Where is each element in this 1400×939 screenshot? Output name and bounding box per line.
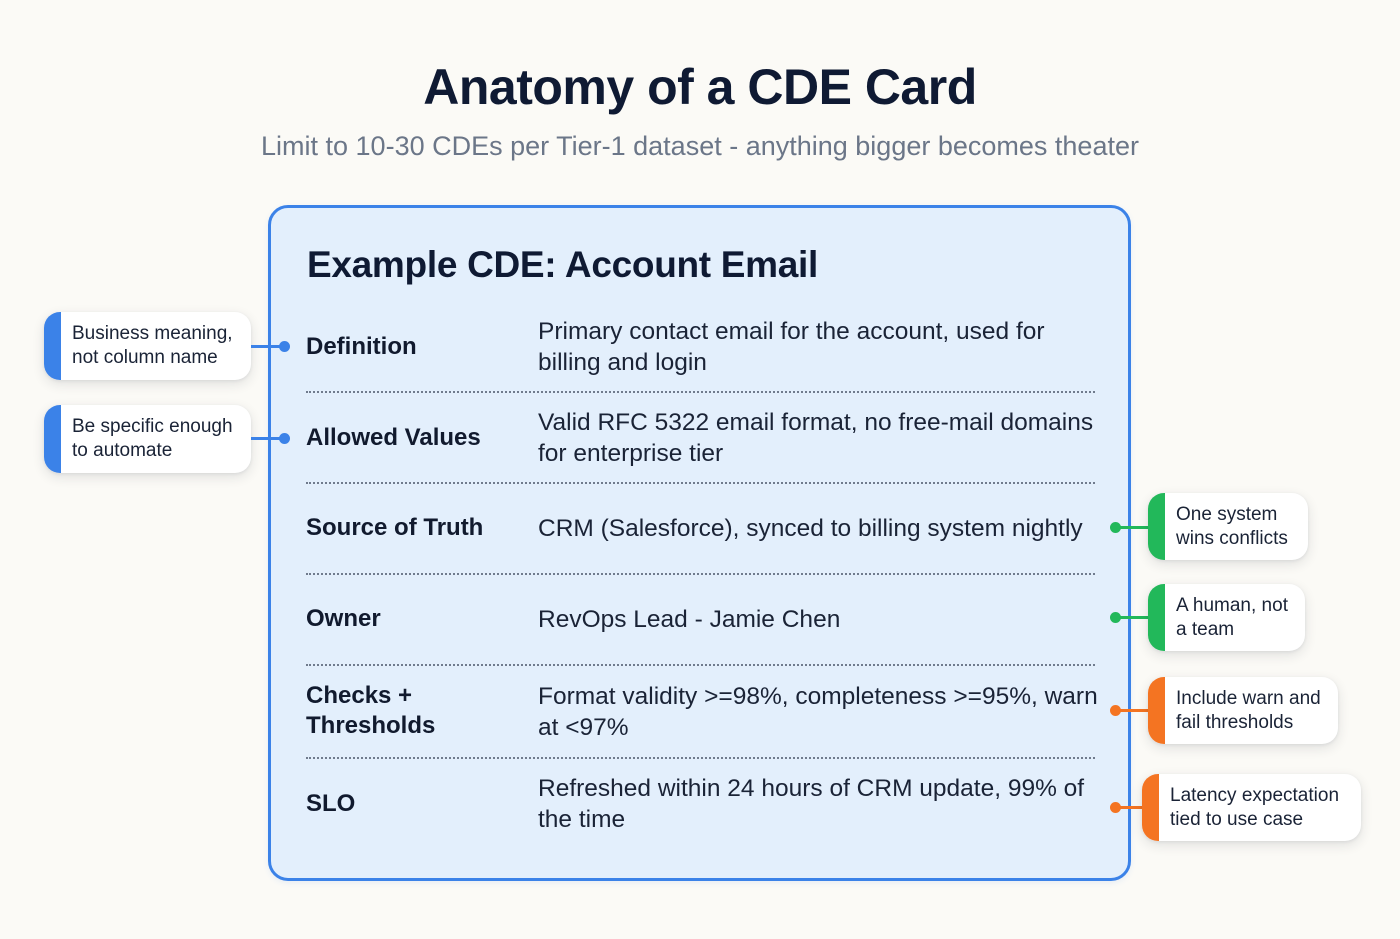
row-value: RevOps Lead - Jamie Chen: [538, 606, 841, 633]
card-row-definition: Definition Primary contact email for the…: [306, 316, 1095, 378]
row-value: Valid RFC 5322 email format, no free-mai…: [538, 409, 1094, 467]
connector-line: [251, 345, 281, 348]
card-row-checks-thresholds: Checks + Thresholds Format validity >=98…: [306, 681, 1098, 743]
row-divider: [306, 573, 1095, 575]
callout-text: Be specific enough to automate: [72, 416, 233, 461]
card-row-owner: Owner RevOps Lead - Jamie Chen: [306, 604, 1095, 636]
card-row-allowed-values: Allowed Values Valid RFC 5322 email form…: [306, 407, 1095, 469]
connector-dot-icon: [1110, 705, 1121, 716]
connector-dot-icon: [1110, 802, 1121, 813]
connector-dot-icon: [279, 341, 290, 352]
callout-stripe: [1148, 493, 1165, 560]
row-value: Primary contact email for the account, u…: [538, 318, 1045, 376]
page-subtitle: Limit to 10-30 CDEs per Tier-1 dataset -…: [261, 131, 1139, 161]
callout-text: A human, not a team: [1176, 595, 1288, 640]
row-value: CRM (Salesforce), synced to billing syst…: [538, 515, 1083, 542]
row-label: Checks + Thresholds: [306, 682, 436, 739]
callout-source-of-truth: One system wins conflicts: [1148, 493, 1308, 560]
callout-text: One system wins conflicts: [1176, 504, 1288, 549]
row-value: Format validity >=98%, completeness >=95…: [538, 683, 1098, 741]
connector-line: [1118, 616, 1150, 619]
callout-stripe: [1148, 584, 1165, 651]
connector-line: [1118, 806, 1144, 809]
page-title: Anatomy of a CDE Card: [423, 59, 977, 115]
connector-dot-icon: [279, 433, 290, 444]
row-label: Definition: [306, 333, 417, 360]
cde-card: Example CDE: Account Email Definition Pr…: [268, 205, 1131, 881]
connector-line: [1118, 526, 1150, 529]
connector-dot-icon: [1110, 612, 1121, 623]
connector-line: [251, 437, 281, 440]
row-label: SLO: [306, 790, 356, 817]
callout-text: Latency expectation tied to use case: [1170, 785, 1340, 830]
callout-stripe: [1142, 774, 1159, 841]
callout-stripe: [44, 312, 61, 380]
callout-allowed-values: Be specific enough to automate: [44, 405, 251, 473]
row-divider: [306, 664, 1095, 666]
callout-text: Include warn and fail thresholds: [1176, 688, 1321, 733]
row-label: Owner: [306, 605, 381, 632]
row-divider: [306, 391, 1095, 393]
callout-definition: Business meaning, not column name: [44, 312, 251, 380]
row-divider: [306, 757, 1095, 759]
row-label: Source of Truth: [306, 514, 484, 541]
callout-stripe: [1148, 677, 1165, 744]
card-row-source-of-truth: Source of Truth CRM (Salesforce), synced…: [306, 513, 1095, 545]
row-divider: [306, 482, 1095, 484]
row-value: Refreshed within 24 hours of CRM update,…: [538, 775, 1085, 833]
row-label: Allowed Values: [306, 424, 481, 451]
callout-checks-thresholds: Include warn and fail thresholds: [1148, 677, 1338, 744]
callout-text: Business meaning, not column name: [72, 323, 233, 368]
callout-owner: A human, not a team: [1148, 584, 1305, 651]
card-title: Example CDE: Account Email: [307, 244, 819, 285]
callout-stripe: [44, 405, 61, 473]
connector-line: [1118, 709, 1150, 712]
callout-slo: Latency expectation tied to use case: [1142, 774, 1361, 841]
card-row-slo: SLO Refreshed within 24 hours of CRM upd…: [306, 773, 1095, 835]
connector-dot-icon: [1110, 522, 1121, 533]
